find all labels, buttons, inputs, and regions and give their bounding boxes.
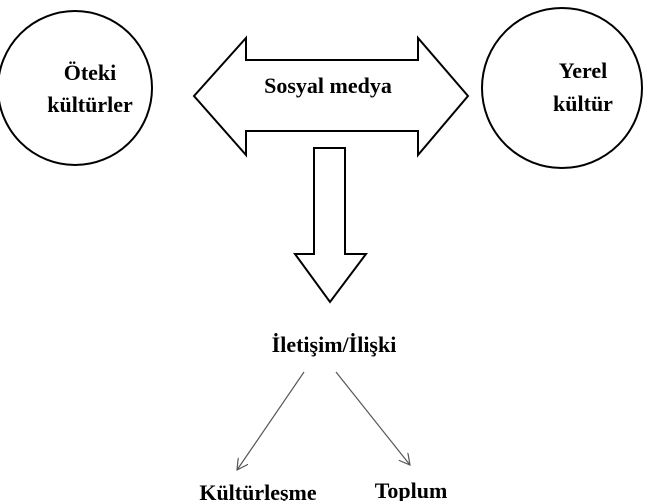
right-node-circle [481, 7, 643, 169]
left-branch-arrow [237, 371, 305, 470]
right-node-label: Yerel [559, 58, 607, 83]
right-node-label-line2: kültür [553, 91, 613, 116]
outcome-right-label: Toplum [375, 478, 448, 501]
arrow-label: Sosyal medya [264, 73, 392, 98]
left-node-label-line2: kültürler [47, 92, 133, 117]
center-node-label: İletişim/İlişki [272, 332, 397, 357]
left-node-label: Öteki [64, 60, 117, 85]
outcome-left-label: Kültürleşme [199, 480, 317, 501]
left-node-circle [0, 10, 153, 166]
right-branch-arrow [335, 371, 410, 465]
double-arrow-shape [192, 35, 470, 158]
down-arrow-shape [293, 147, 368, 304]
